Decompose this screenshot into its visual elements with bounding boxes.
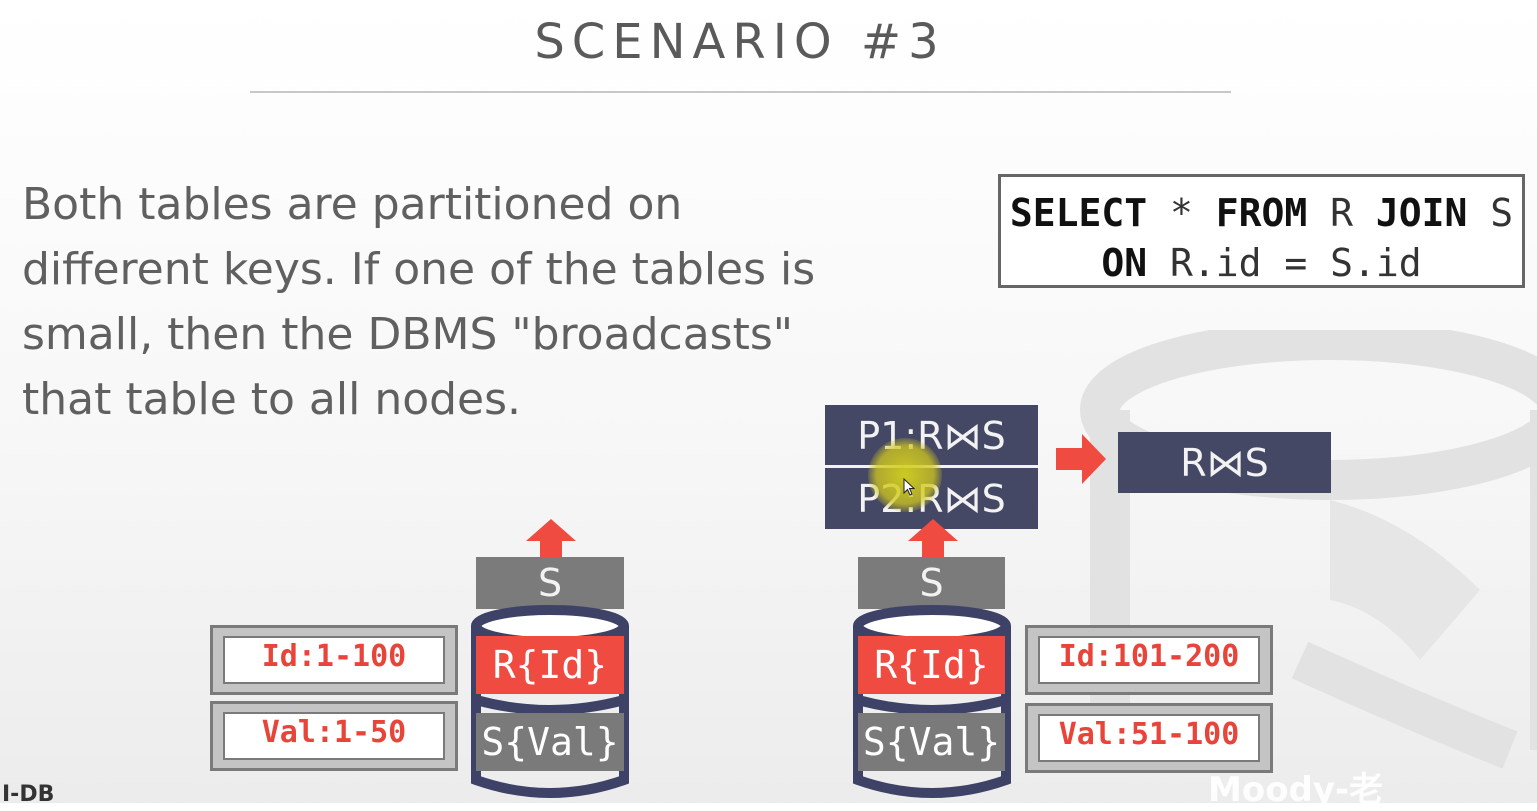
sql-star: * [1147,191,1216,235]
slide-body: Both tables are partitioned on different… [22,172,842,432]
arrow-up-icon [526,519,576,561]
partition-r-id: R{Id} [858,636,1005,694]
corner-logo-text: I-DB [2,782,55,807]
sql-keyword-join: JOIN [1375,191,1468,235]
body-line: different keys. If one of the tables is [22,244,816,295]
sql-keyword-select: SELECT [1009,191,1148,235]
body-line: that table to all nodes. [22,374,522,425]
partition-r-id: R{Id} [476,636,624,694]
val-range-label: Val:1-50 [223,712,445,760]
title-divider [250,91,1231,93]
id-range-box: Id:101-200 [1025,625,1273,695]
val-range-box: Val:51-100 [1025,703,1273,773]
mouse-pointer-icon [903,478,915,496]
partition-s-val: S{Val} [858,713,1005,771]
arrow-right-icon [1056,434,1106,484]
sql-line-1: SELECT * FROM R JOIN S [1001,177,1522,238]
body-line: Both tables are partitioned on [22,179,683,230]
sql-line-2: ON R.id = S.id [1001,238,1522,288]
val-range-label: Val:51-100 [1038,714,1260,762]
cursor-highlight [868,438,942,512]
sql-relation-r: R [1307,191,1376,235]
arrow-up-icon [908,519,958,561]
slide-title: SCENARIO #3 [534,14,946,70]
id-range-box: Id:1-100 [210,625,458,695]
id-range-label: Id:101-200 [1038,636,1260,684]
sql-condition: R.id = S.id [1147,241,1422,285]
sql-relation-s: S [1467,191,1514,235]
video-watermark: Moody-老 [1208,770,1384,810]
val-range-box: Val:1-50 [210,701,458,771]
sql-keyword-on: ON [1101,241,1148,285]
body-line: small, then the DBMS "broadcasts" [22,309,793,360]
sql-query-box: SELECT * FROM R JOIN S ON R.id = S.id [998,174,1525,288]
partition-s-val: S{Val} [476,713,624,771]
id-range-label: Id:1-100 [223,636,445,684]
broadcast-table-s: S [858,557,1005,609]
broadcast-table-s: S [476,557,624,609]
sql-keyword-from: FROM [1215,191,1308,235]
final-join-result: R⋈S [1118,432,1331,493]
